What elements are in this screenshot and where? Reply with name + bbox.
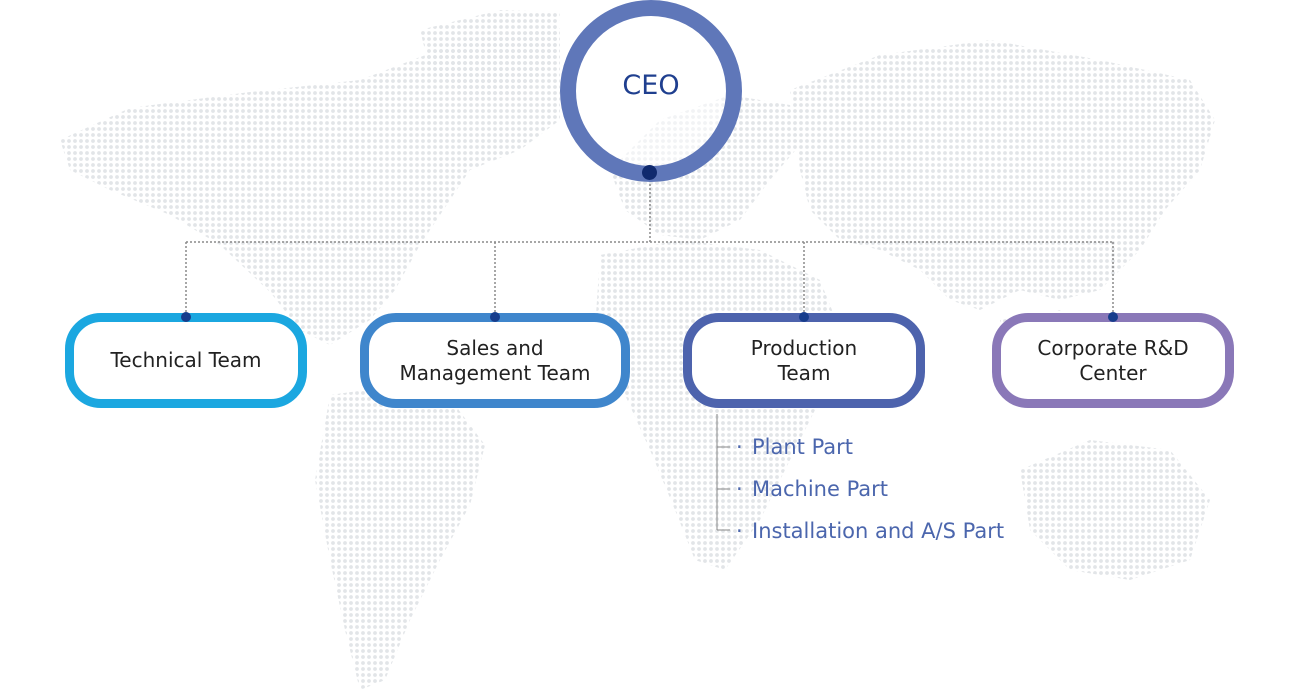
team-node-production: Production Team: [683, 313, 925, 408]
connector-dot-technical: [181, 312, 191, 322]
part-label-machine: Machine Part: [752, 477, 889, 501]
ceo-label: CEO: [622, 69, 680, 101]
part-bullet: ·: [736, 519, 743, 543]
part-label-installation: Installation and A/S Part: [752, 519, 1005, 543]
team-label-technical: Technical Team: [110, 348, 262, 372]
connector-dot-production: [799, 312, 809, 322]
production-part-item: · Installation and A/S Part: [736, 516, 1004, 558]
production-part-item: · Plant Part: [736, 432, 1004, 474]
map-australia: [1020, 440, 1210, 580]
team-label-production: Production Team: [750, 335, 858, 385]
ceo-node: CEO: [560, 0, 742, 182]
part-label-plant: Plant Part: [752, 435, 854, 459]
production-part-item: · Machine Part: [736, 474, 1004, 516]
connector-dot-rnd: [1108, 312, 1118, 322]
map-south-america: [315, 385, 485, 690]
part-bullet: ·: [736, 477, 743, 501]
team-node-rnd: Corporate R&D Center: [992, 313, 1234, 408]
part-bullet: ·: [736, 435, 743, 459]
production-parts-list: · Plant Part · Machine Part · Installation …: [736, 432, 1004, 558]
map-asia: [790, 40, 1215, 310]
map-greenland: [420, 10, 560, 100]
team-label-sales: Sales and Management Team: [399, 335, 591, 385]
team-node-technical: Technical Team: [65, 313, 307, 408]
team-label-rnd: Corporate R&D Center: [1037, 335, 1189, 385]
map-north-america: [60, 28, 560, 345]
ceo-connector-dot: [642, 165, 657, 180]
connector-dot-sales: [490, 312, 500, 322]
team-node-sales: Sales and Management Team: [360, 313, 630, 408]
